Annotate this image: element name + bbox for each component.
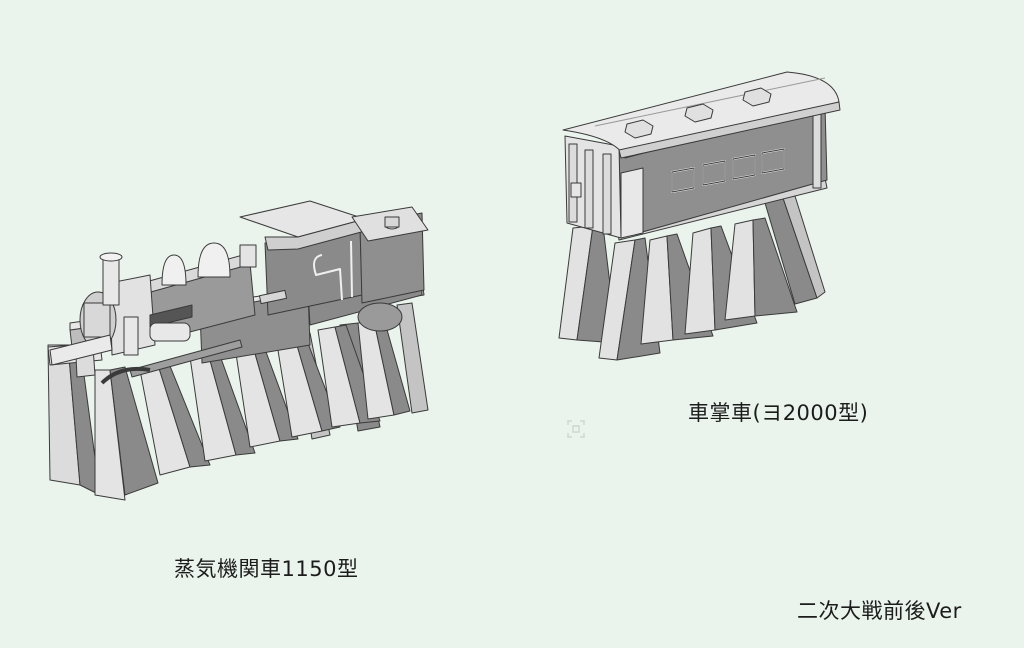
- brake-van-label: 車掌車(ヨ2000型): [688, 401, 869, 425]
- focus-crosshair-icon: [567, 420, 585, 438]
- brake-van-model: [558, 71, 841, 361]
- era-caption: 二次大戦前後Ver: [797, 599, 962, 623]
- steam-locomotive-model: [47, 200, 429, 501]
- steam-locomotive-label: 蒸気機関車1150型: [174, 557, 359, 581]
